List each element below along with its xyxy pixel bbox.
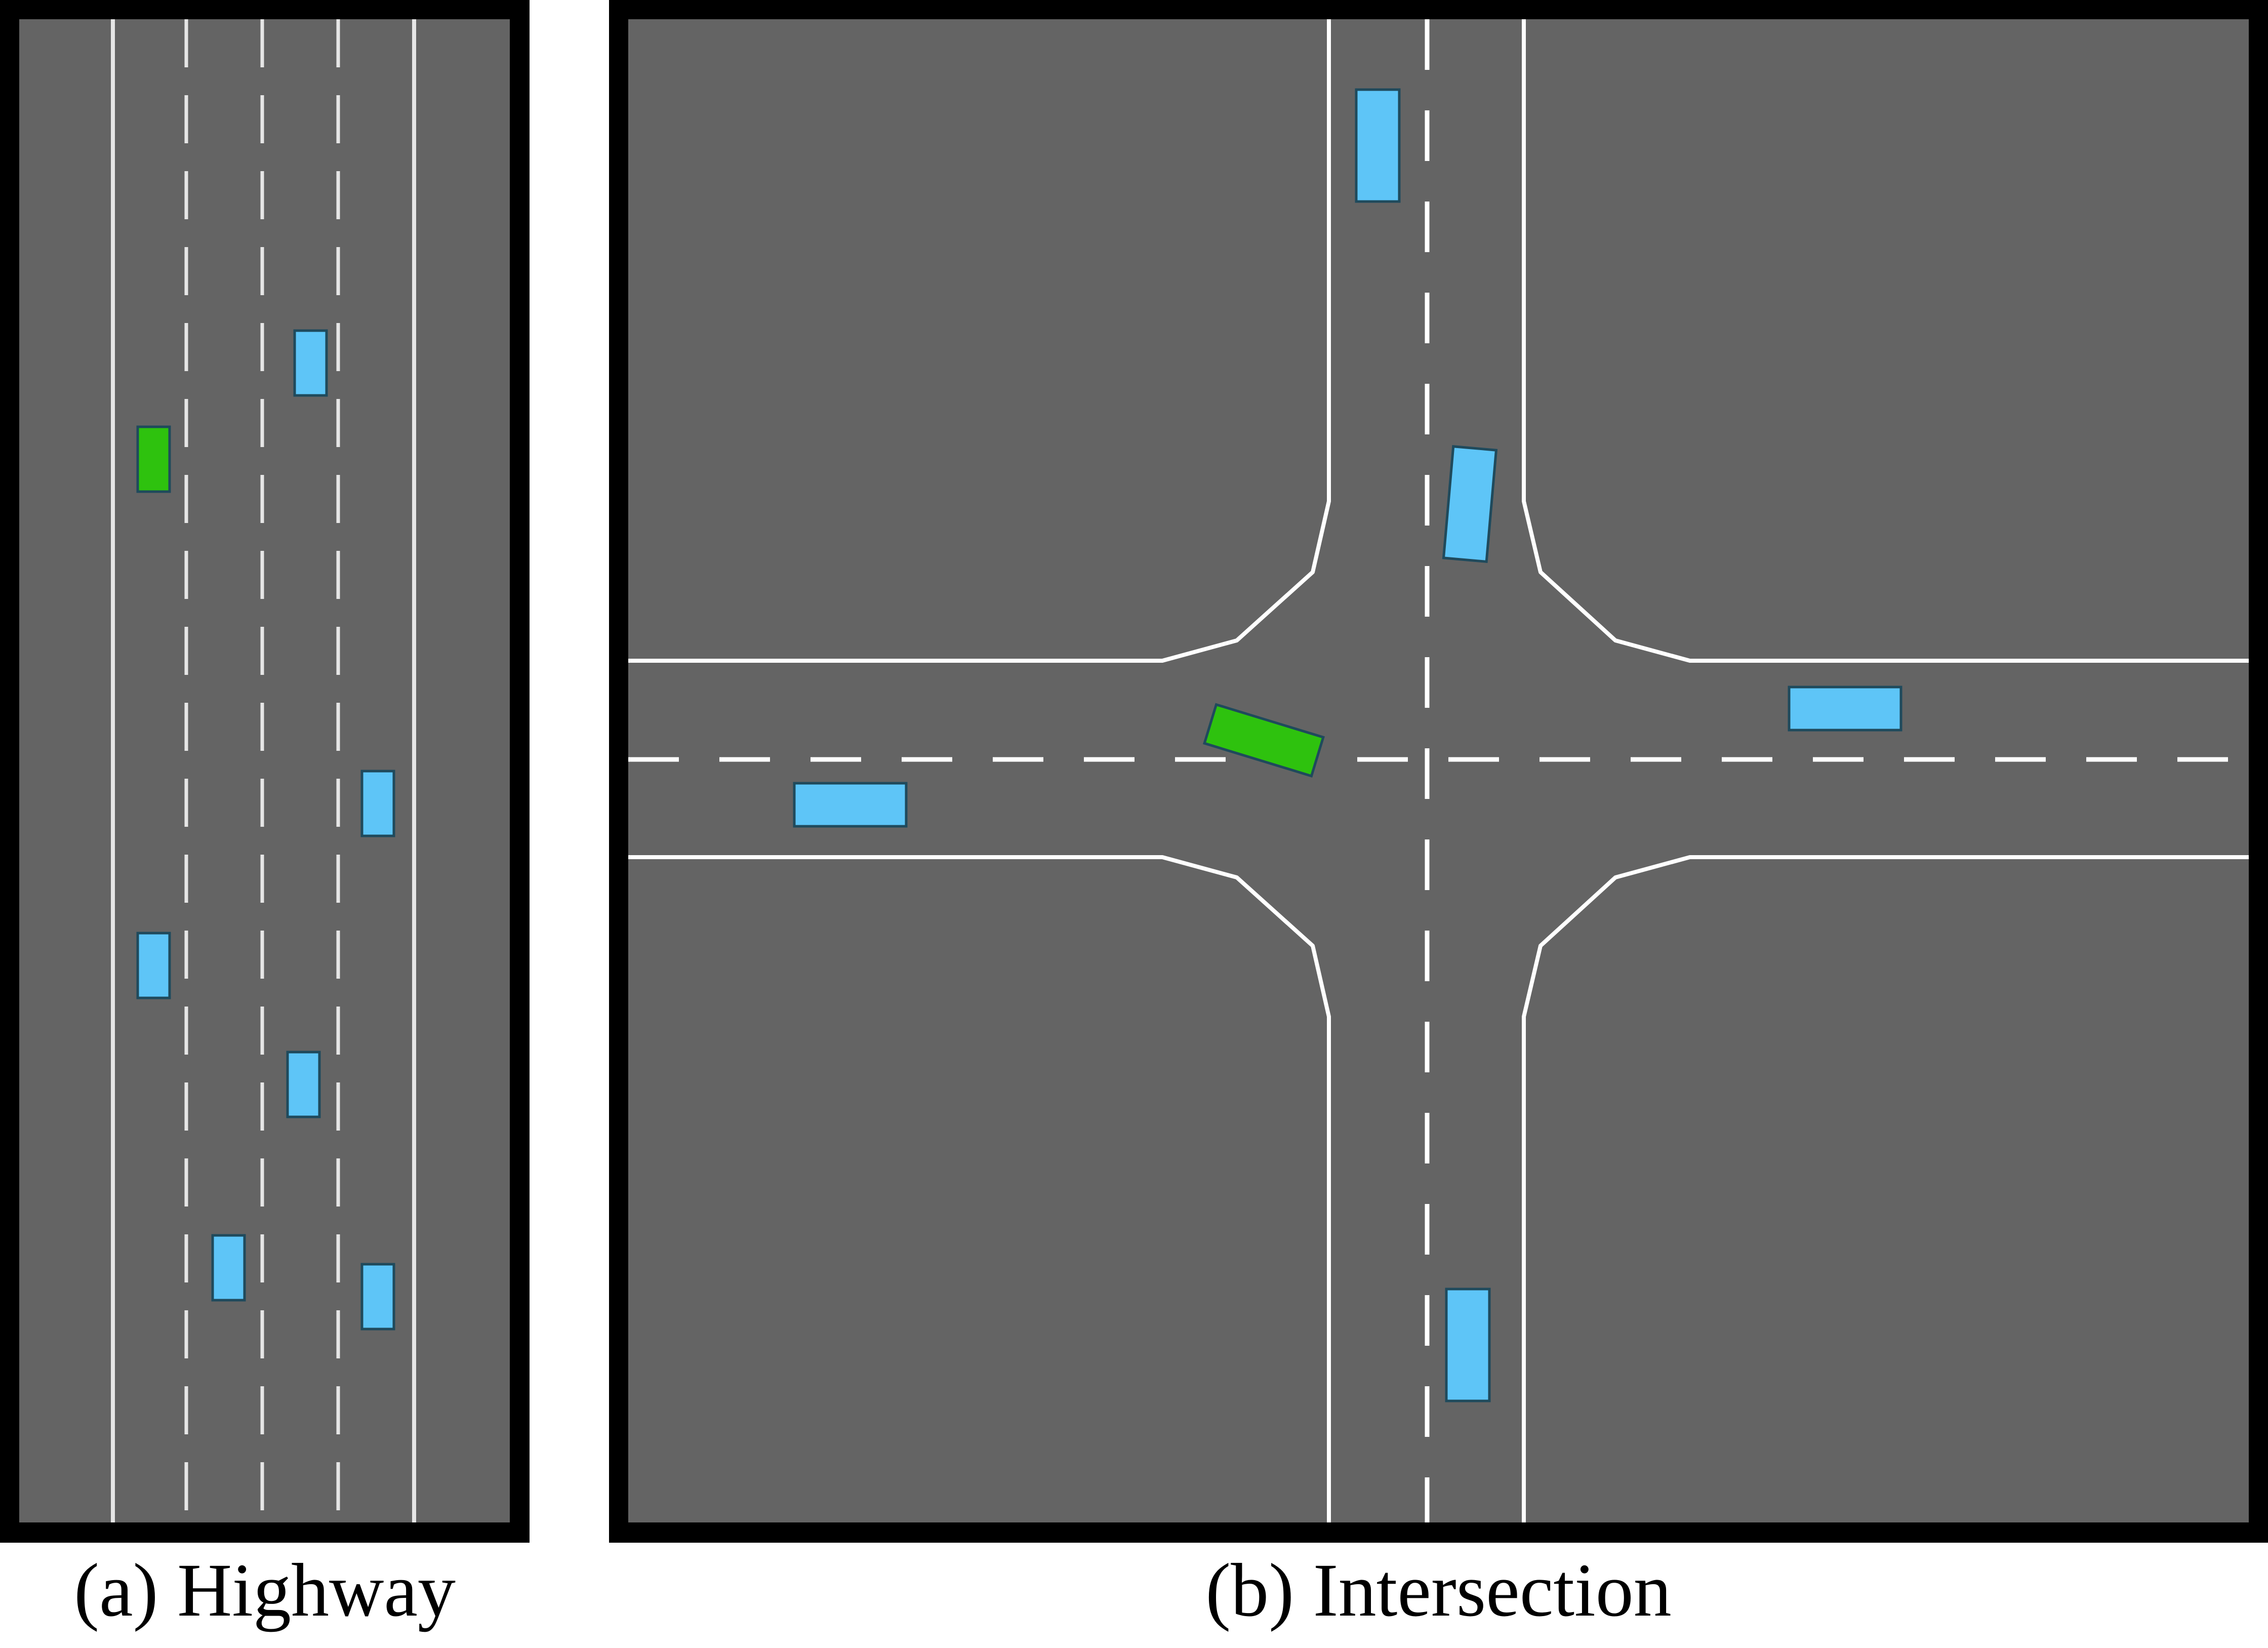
other-vehicle — [793, 782, 908, 828]
other-vehicle — [1788, 686, 1902, 732]
intersection-scene — [609, 0, 2268, 1543]
intersection-canvas — [609, 0, 2268, 1543]
ego-vehicle — [1202, 703, 1325, 778]
other-vehicle — [360, 1263, 395, 1331]
curb-top-right — [1522, 19, 2249, 663]
highway-caption: (a) Highway — [74, 1548, 456, 1632]
highway-scene — [0, 0, 530, 1543]
other-vehicle — [1355, 88, 1401, 203]
highway-road-surface — [19, 19, 510, 1522]
curb-bottom-left — [628, 855, 1331, 1522]
ego-vehicle — [136, 425, 171, 493]
other-vehicle — [136, 932, 171, 999]
intersection-caption: (b) Intersection — [1205, 1548, 1672, 1632]
other-vehicle — [286, 1051, 321, 1118]
curb-bottom-right — [1522, 855, 2249, 1522]
highway-canvas — [0, 0, 530, 1543]
intersection-road-surface — [628, 19, 2249, 1522]
other-vehicle — [293, 329, 328, 397]
other-vehicle — [360, 770, 395, 837]
other-vehicle — [1445, 1288, 1491, 1402]
curb-top-left — [628, 19, 1331, 663]
other-vehicle — [211, 1234, 246, 1302]
other-vehicle — [1442, 445, 1498, 564]
